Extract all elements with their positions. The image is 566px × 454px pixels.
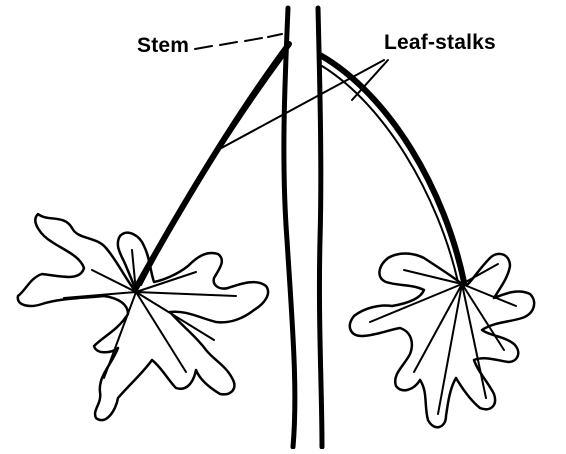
leaf-left: [18, 214, 268, 420]
stem-label: Stem: [137, 34, 189, 58]
leaf-stalks-leader-line-left: [214, 60, 384, 152]
leaf-stalk-right-inner: [322, 66, 458, 282]
stem-right-edge: [318, 8, 322, 447]
leaf-stalk-right: [320, 55, 464, 282]
leaf-stalks-label: Leaf-stalks: [384, 31, 496, 55]
stem-leader-line: [195, 34, 282, 49]
stem-left-edge: [284, 8, 295, 447]
leaf-stalk-left-inner: [141, 56, 284, 285]
leaf-right-veins: [370, 264, 516, 414]
